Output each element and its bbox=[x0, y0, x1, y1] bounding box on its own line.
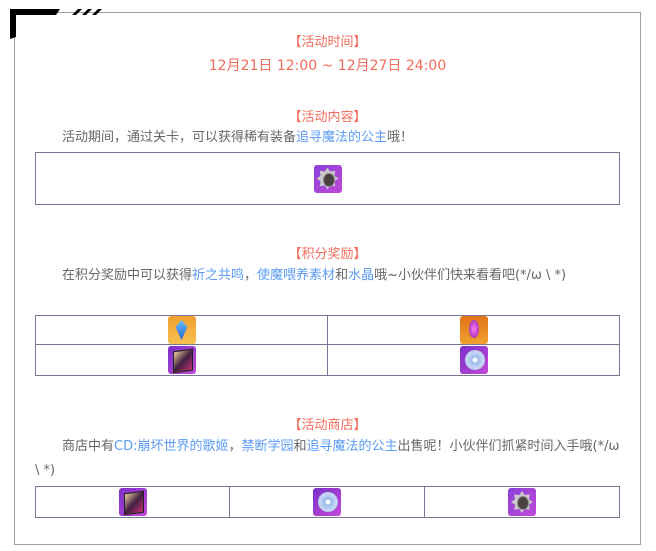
link-prayer-resonance[interactable]: 祈之共鸣 bbox=[192, 268, 245, 283]
blue-crystal-icon[interactable] bbox=[167, 316, 196, 344]
content-frame bbox=[14, 12, 641, 545]
cd-icon[interactable] bbox=[313, 488, 342, 516]
shop-heading: 【活动商店】 bbox=[288, 418, 367, 433]
content-heading: 【活动内容】 bbox=[288, 110, 367, 125]
cd-icon[interactable] bbox=[459, 346, 488, 374]
book-icon[interactable] bbox=[118, 488, 147, 516]
text: ， bbox=[228, 439, 242, 454]
text: 活动期间，通过关卡，可以获得稀有装备 bbox=[62, 130, 297, 145]
points-text: 在积分奖励中可以获得祈之共鸣，使魔喂养素材和水晶哦~小伙伴们快来看看吧(*/ω … bbox=[35, 264, 620, 288]
shop-items-table bbox=[34, 486, 621, 518]
time-range: 12月21日 12:00 ~ 12月27日 24:00 bbox=[208, 58, 447, 74]
link-crystal[interactable]: 水晶 bbox=[348, 268, 375, 283]
content-items-table bbox=[35, 152, 620, 205]
book-icon[interactable] bbox=[167, 346, 196, 374]
link-familiar-material[interactable]: 使魔喂养素材 bbox=[257, 268, 336, 283]
corner-decoration-icon bbox=[10, 9, 102, 39]
points-heading: 【积分奖励】 bbox=[288, 247, 367, 262]
medal-icon[interactable] bbox=[313, 164, 342, 193]
shop-text: 商店中有CD:崩坏世界的歌姬，禁断学园和追寻魔法的公主出售呢！小伙伴们抓紧时间入… bbox=[35, 435, 620, 483]
text: 出售呢！小伙伴们抓紧时间入手哦(*/ω \ *) bbox=[35, 439, 620, 478]
text: 和 bbox=[335, 268, 349, 283]
text: 商店中有 bbox=[62, 439, 115, 454]
text: 在积分奖励中可以获得 bbox=[62, 268, 193, 283]
text: 哦！ bbox=[387, 130, 414, 145]
text: 和 bbox=[293, 439, 307, 454]
link-magic-princess[interactable]: 追寻魔法的公主 bbox=[296, 130, 388, 145]
points-items-table bbox=[35, 315, 620, 376]
content-text: 活动期间，通过关卡，可以获得稀有装备追寻魔法的公主哦！ bbox=[35, 126, 620, 150]
link-magic-princess[interactable]: 追寻魔法的公主 bbox=[306, 439, 398, 454]
medal-icon[interactable] bbox=[507, 488, 536, 516]
text: 哦~小伙伴们快来看看吧(*/ω \ *) bbox=[374, 268, 567, 283]
time-heading: 【活动时间】 bbox=[288, 35, 367, 50]
link-forbidden-academy[interactable]: 禁断学园 bbox=[241, 439, 294, 454]
link-cd-songstress[interactable]: CD:崩坏世界的歌姬 bbox=[114, 439, 229, 454]
purple-crystal-icon[interactable] bbox=[459, 316, 488, 344]
text: ， bbox=[244, 268, 258, 283]
